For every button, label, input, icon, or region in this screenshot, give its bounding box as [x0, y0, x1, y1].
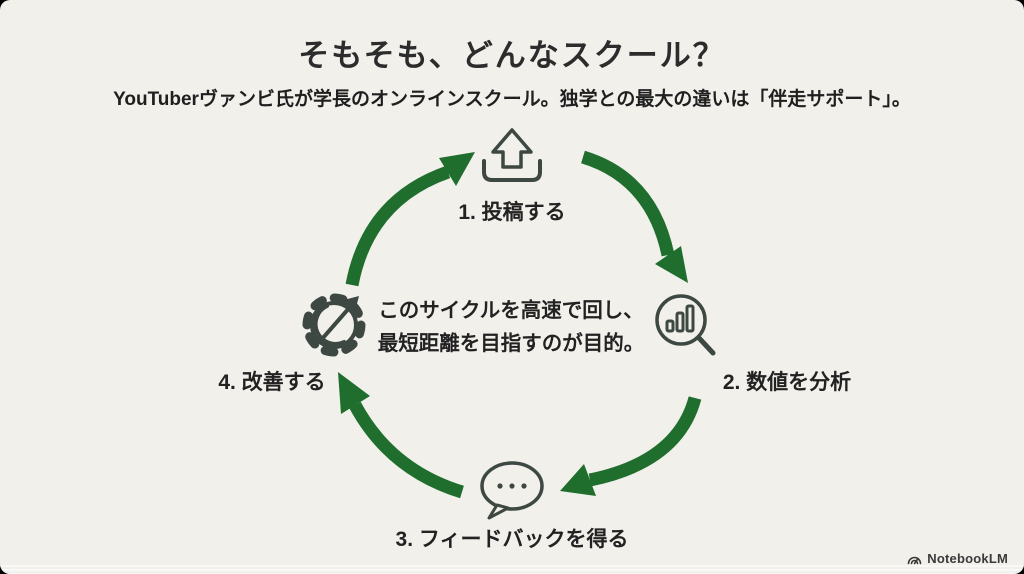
notebooklm-icon [907, 556, 922, 565]
center-text-line2: 最短距離を目指すのが目的。 [377, 332, 645, 355]
notebooklm-attribution: NotebookLM [907, 551, 1008, 566]
cycle-arrow-top-left [345, 152, 475, 287]
step-label-feedback: 3. フィードバックを得る [395, 528, 629, 551]
page-subtitle: YouTuberヴァンビ氏が学長のオンラインスクール。独学との最大の違いは「伴走… [113, 89, 911, 110]
step-label-post: 1. 投稿する [458, 201, 566, 224]
cycle-arrow-bottom-right [560, 396, 702, 496]
step-label-analyze: 2. 数値を分析 [722, 371, 852, 394]
upload-icon [482, 128, 542, 182]
cycle-arrow-top-right [580, 150, 688, 283]
cycle-arrow-bottom-left [338, 372, 464, 499]
gear-arrow-icon [302, 293, 366, 357]
step-label-improve: 4. 改善する [218, 371, 326, 394]
speech-bubble-icon [480, 461, 544, 520]
cycle-center-text: このサイクルを高速で回し、 最短距離を目指すのが目的。 [378, 294, 645, 360]
page-title: そもそも、どんなスクール？ [298, 38, 726, 73]
bottom-edge-strip [0, 565, 1024, 574]
notebooklm-brand-label: NotebookLM [927, 551, 1008, 566]
center-text-line1: このサイクルを高速で回し、 [378, 299, 644, 322]
magnifier-chart-icon [655, 294, 716, 356]
